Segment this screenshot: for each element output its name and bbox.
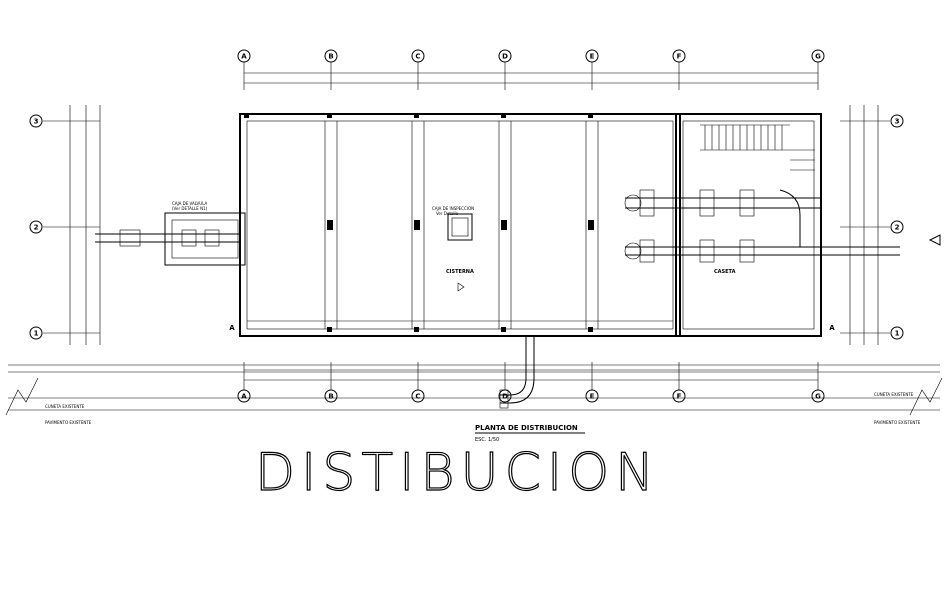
valve-box-inner — [171, 219, 239, 259]
caseta-inner-wall — [682, 120, 815, 330]
column-bubble-d-top: D — [498, 49, 512, 63]
section-marker-left: A — [229, 324, 235, 332]
column-bubble-e-bottom: E — [585, 389, 599, 403]
row-bubble-2-right: 2 — [890, 220, 904, 234]
bottom-column-bubbles: A B C D E F G — [237, 389, 825, 403]
cistern-outer-wall — [239, 113, 681, 337]
row-bubble-3-left: 3 — [29, 114, 43, 128]
bottom-axis-ticks — [243, 362, 819, 390]
svg-text:3: 3 — [895, 118, 900, 126]
svg-text:G: G — [815, 393, 821, 401]
svg-text:G: G — [815, 53, 821, 61]
svg-text:3: 3 — [34, 118, 39, 126]
row-bubble-3-right: 3 — [890, 114, 904, 128]
section-marker-right: A — [829, 324, 835, 332]
cisterna-arrow-icon — [457, 282, 465, 292]
caseta-label: CASETA — [714, 269, 736, 275]
svg-text:C: C — [415, 393, 420, 401]
svg-text:E: E — [590, 53, 595, 61]
outlet-pipe — [499, 336, 535, 409]
svg-text:1: 1 — [895, 330, 900, 338]
caseta-outer-wall — [675, 113, 822, 337]
cistern-beams — [247, 121, 673, 329]
svg-text:2: 2 — [34, 224, 39, 232]
row-bubble-1-left: 1 — [29, 326, 43, 340]
caseta-pipes — [624, 189, 900, 263]
column-bubble-g-top: G — [811, 49, 825, 63]
svg-text:2: 2 — [895, 224, 900, 232]
cisterna-label: CISTERNA — [446, 269, 474, 275]
svg-text:B: B — [328, 53, 333, 61]
svg-text:C: C — [415, 53, 420, 61]
column-bubble-f-top: F — [672, 49, 686, 63]
inspection-box-inner — [451, 217, 469, 237]
column-bubble-a-top: A — [237, 49, 251, 63]
road-lines — [5, 364, 943, 416]
svg-text:A: A — [241, 393, 247, 401]
right-row-bubbles: 3 2 1 — [890, 114, 904, 340]
column-bubble-b-top: B — [324, 49, 338, 63]
pavimento-right-label: PAVIMENTO EXISTENTE — [874, 420, 921, 425]
top-axis-ticks — [243, 62, 819, 90]
svg-text:1: 1 — [34, 330, 39, 338]
plan-title: PLANTA DE DISTRIBUCION — [475, 424, 578, 432]
svg-text:F: F — [677, 393, 682, 401]
cistern-inner-wall — [246, 120, 674, 330]
column-bubble-c-bottom: C — [411, 389, 425, 403]
cuneta-left-label: CUNETA EXISTENTE — [45, 404, 85, 409]
row-bubble-1-right: 1 — [890, 326, 904, 340]
valve-box-label: CAJA DE VALVULA — [172, 201, 208, 206]
column-bubble-c-top: C — [411, 49, 425, 63]
svg-text:B: B — [328, 393, 333, 401]
column-bubble-d-bottom: D — [498, 389, 512, 403]
plan-scale: ESC. 1/50 — [475, 437, 499, 443]
svg-text:E: E — [590, 393, 595, 401]
inspection-box-detail: Ver Detalle — [436, 211, 459, 216]
left-dimension-lines — [43, 105, 101, 345]
svg-text:F: F — [677, 53, 682, 61]
caseta-stairs — [700, 124, 815, 171]
inspection-box-label: CAJA DE INSPECCION — [432, 206, 474, 211]
pavimento-left-label: PAVIMENTO EXISTENTE — [45, 420, 92, 425]
inlet-pipe — [95, 229, 240, 247]
inspection-box — [447, 213, 473, 241]
column-bubble-a-bottom: A — [237, 389, 251, 403]
svg-text:D: D — [502, 53, 508, 61]
column-bubble-f-bottom: F — [672, 389, 686, 403]
column-bubble-g-bottom: G — [811, 389, 825, 403]
valve-box-detail: (Ver DETALLE N1) — [172, 206, 208, 211]
valve-box-outer — [164, 212, 246, 266]
north-arrow-icon — [928, 234, 941, 246]
right-dimension-lines — [840, 105, 890, 345]
column-bubble-e-top: E — [585, 49, 599, 63]
cuneta-right-label: CUNETA EXISTENTE — [874, 392, 914, 397]
column-markers — [244, 113, 594, 332]
svg-text:D: D — [502, 393, 508, 401]
left-row-bubbles: 3 2 1 — [29, 114, 43, 340]
row-bubble-2-left: 2 — [29, 220, 43, 234]
svg-text:A: A — [241, 53, 247, 61]
main-title: DISTIBUCION — [255, 443, 660, 503]
top-column-bubbles: A B C D E F G — [237, 49, 825, 63]
column-bubble-b-bottom: B — [324, 389, 338, 403]
